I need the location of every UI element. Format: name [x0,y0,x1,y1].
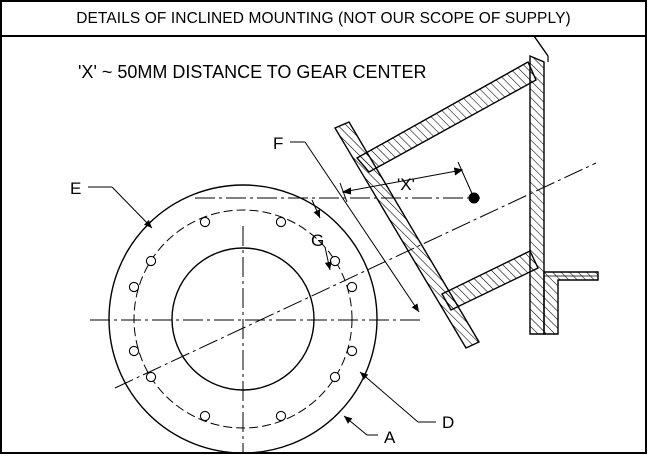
flange-bore-circle [171,247,315,391]
bolt-hole [199,216,211,228]
bolt-hole [275,410,287,422]
drawing-title: DETAILS OF INCLINED MOUNTING (NOT OUR SC… [76,9,571,27]
inclined-axis-line [114,162,597,389]
x-dimension-label: 'X' [397,175,415,194]
mounting-plate [333,121,480,349]
bolt-hole [199,410,211,422]
g-arrow-bottom [324,246,332,271]
bolt-hole [329,255,341,267]
label-f: F [273,134,283,153]
x-extension-left [339,182,348,203]
gear-center-point [468,192,480,204]
x-extension-right [457,161,475,199]
label-a: A [384,428,396,447]
g-arrow-top [311,199,321,219]
x-dimension-line [342,169,463,193]
bolt-hole [145,255,157,267]
flange [108,184,378,454]
bolt-hole [329,371,341,383]
bolt-hole [128,345,140,357]
bolt-hole [145,371,157,383]
distance-note: 'X' ~ 50MM DISTANCE TO GEAR CENTER [78,62,427,82]
support-wall [529,54,545,335]
label-g: G [311,231,324,250]
flange-outer-circle [108,184,378,454]
ledge [543,271,599,335]
bolt-hole [275,216,287,228]
wall-break-line [533,35,549,57]
label-d: D [442,413,454,432]
lower-duct-wall [441,250,539,311]
bolt-holes [128,216,358,422]
label-e: E [70,179,81,198]
bolt-hole [346,281,358,293]
x-dimension [339,161,475,203]
bolt-hole [128,281,140,293]
pitch-circle [133,209,353,429]
center-lines [90,162,597,452]
bolt-hole [346,345,358,357]
